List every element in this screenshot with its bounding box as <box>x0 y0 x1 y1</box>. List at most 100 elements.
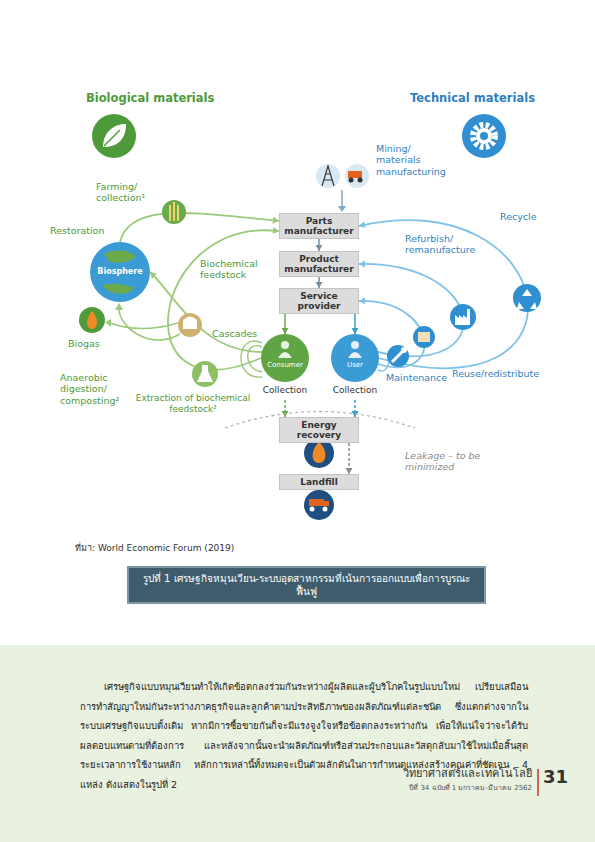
process-box: Landfill <box>279 474 359 490</box>
gear-icon-part <box>473 125 495 147</box>
maintenance-loop <box>378 362 389 371</box>
biogas-arrow-part <box>105 319 111 327</box>
flask-icon-part <box>197 365 213 382</box>
cascade-arcs-part <box>241 341 262 377</box>
flow-connector <box>316 239 323 251</box>
flow-label: Recycle <box>500 211 560 222</box>
landfill-icon-part <box>309 499 324 506</box>
restoration-arrow <box>115 303 180 340</box>
truck-icon-part <box>345 164 369 188</box>
circle-label: Biosphere <box>90 266 150 278</box>
arrowhead <box>150 272 157 279</box>
biogas-arrow <box>105 319 178 329</box>
box-label: Product manufacturer <box>280 254 358 274</box>
landfill-icon-part <box>323 507 328 512</box>
flow-label: Biogas <box>68 338 118 349</box>
flow-label: Maintenance <box>386 372 450 383</box>
box-label: Parts manufacturer <box>280 216 358 236</box>
connector-line <box>168 230 279 369</box>
caption-band <box>128 567 485 603</box>
flow-label: Technical materials <box>410 92 560 106</box>
flow-connector <box>316 277 323 288</box>
truck-icon-part <box>348 171 362 178</box>
wrench-icon-part <box>401 347 407 353</box>
wrench-icon <box>387 345 409 367</box>
landfill-icon-part <box>304 490 334 520</box>
flow-connector <box>359 220 528 368</box>
digester-icon-part <box>183 320 197 329</box>
continent <box>104 250 136 262</box>
flask-icon <box>192 361 218 387</box>
maintenance-loop-part <box>378 362 389 371</box>
farming-icon-part <box>162 200 186 224</box>
person-body <box>278 352 292 358</box>
collection-label: Collection <box>237 384 333 396</box>
box-label: Service provider <box>280 291 358 311</box>
arrowhead <box>359 260 365 267</box>
continent <box>102 284 134 294</box>
connector-line <box>120 213 279 242</box>
box-label: Landfill <box>298 477 340 487</box>
flow-label: Biological materials <box>86 92 226 106</box>
leaf-icon-part <box>92 114 136 158</box>
factory-icon <box>450 304 476 330</box>
gear-icon-part <box>476 128 492 144</box>
flow-label: Leakage – to be minimized <box>405 450 487 473</box>
wrench-icon-part <box>392 351 403 362</box>
process-box: Parts manufacturer <box>279 213 359 239</box>
arrowhead <box>359 221 366 228</box>
mining-arrow-part <box>338 206 346 212</box>
footer-text: ปีที่ 34 ฉบับที่ 1 มกราคม-มีนาคม 2562 <box>330 784 532 792</box>
gear-icon-part <box>462 114 506 158</box>
box-icon <box>413 326 435 348</box>
flask-icon-part <box>192 361 218 387</box>
wrench-icon-part <box>387 345 409 367</box>
recycle-icon-part <box>530 302 537 309</box>
arrowhead <box>352 328 359 334</box>
arrowhead <box>282 328 289 334</box>
factory-icon-part <box>450 304 476 330</box>
cascade-arcs-part <box>248 346 262 372</box>
flow-label: Anaerobic digestion/ composting² <box>60 372 135 406</box>
farming-icon <box>162 200 186 224</box>
caption-band-part <box>128 567 485 603</box>
flow-label: Cascades <box>212 328 262 339</box>
truck-icon <box>345 164 369 188</box>
mining-arrow-part <box>341 190 343 207</box>
actor-circle: UserCollection <box>331 334 379 398</box>
flow-label: Biochemical feedstock <box>200 258 272 281</box>
mining-icon-part <box>322 166 334 186</box>
leaf-icon-part <box>103 124 126 147</box>
flow-label: Farming/ collection¹ <box>96 181 162 204</box>
arrowhead <box>359 297 365 304</box>
flow-label: Restoration <box>50 225 120 236</box>
biogas-icon-part <box>79 307 105 333</box>
factory-icon-part <box>455 309 470 325</box>
recycle-icon-part <box>513 284 541 312</box>
flame-icon-part <box>313 442 326 463</box>
recycle-icon-part <box>517 302 524 309</box>
footer-rule <box>537 769 539 796</box>
leaf-icon-part <box>104 130 120 146</box>
flow-connector <box>282 400 289 417</box>
flow-connector <box>352 314 359 334</box>
person-head <box>351 341 359 349</box>
digester-icon-part <box>183 317 197 321</box>
person-body <box>348 352 362 358</box>
gear-icon-part <box>480 132 488 140</box>
footer-text: วิทยาศาสตร์และเทคโนโลยี <box>330 767 532 780</box>
biogas-icon-part <box>87 311 97 329</box>
restoration-arrow-part <box>119 308 180 340</box>
gear-icon <box>462 114 506 158</box>
circle-label: Consumer <box>261 361 309 370</box>
mining-arrow <box>338 190 346 212</box>
box-label: Energy recovery <box>280 420 358 440</box>
process-box: Service provider <box>279 288 359 314</box>
mining-icon-part <box>316 164 340 188</box>
actor-circle: ConsumerCollection <box>261 334 309 398</box>
flow-label: Reuse/redistribute <box>452 368 572 379</box>
cascade-arcs <box>241 341 262 377</box>
process-box: Energy recovery <box>279 417 359 443</box>
restoration-arrow-part <box>115 303 123 310</box>
